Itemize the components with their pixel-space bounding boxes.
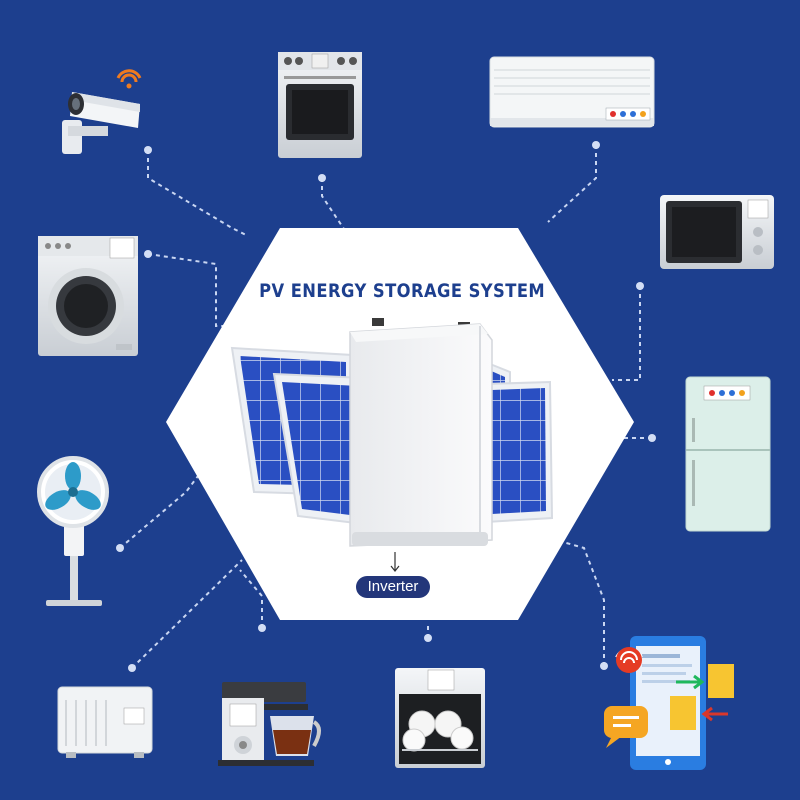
solar-panel-left-front xyxy=(272,372,365,526)
security-camera-icon xyxy=(62,69,142,154)
inverter-label: Inverter xyxy=(356,576,430,598)
space-heater-icon xyxy=(57,686,153,758)
dishwasher-icon xyxy=(395,668,485,768)
solar-panel-right-front xyxy=(485,380,554,524)
diagram-title: PV ENERGY STORAGE SYSTEM xyxy=(259,280,546,302)
washing-machine-icon xyxy=(38,236,138,356)
inverter-arrow xyxy=(390,552,400,572)
coffee-maker-icon xyxy=(218,682,321,766)
air-conditioner-icon xyxy=(489,56,655,128)
smartphone-app-icon xyxy=(604,636,734,770)
oven-icon xyxy=(278,52,362,158)
connector-lines xyxy=(119,145,652,669)
battery-cabinet xyxy=(349,318,493,547)
microwave-icon xyxy=(660,195,774,269)
fan-icon xyxy=(37,456,109,606)
connector-dots xyxy=(116,141,656,672)
refrigerator-icon xyxy=(685,376,771,532)
